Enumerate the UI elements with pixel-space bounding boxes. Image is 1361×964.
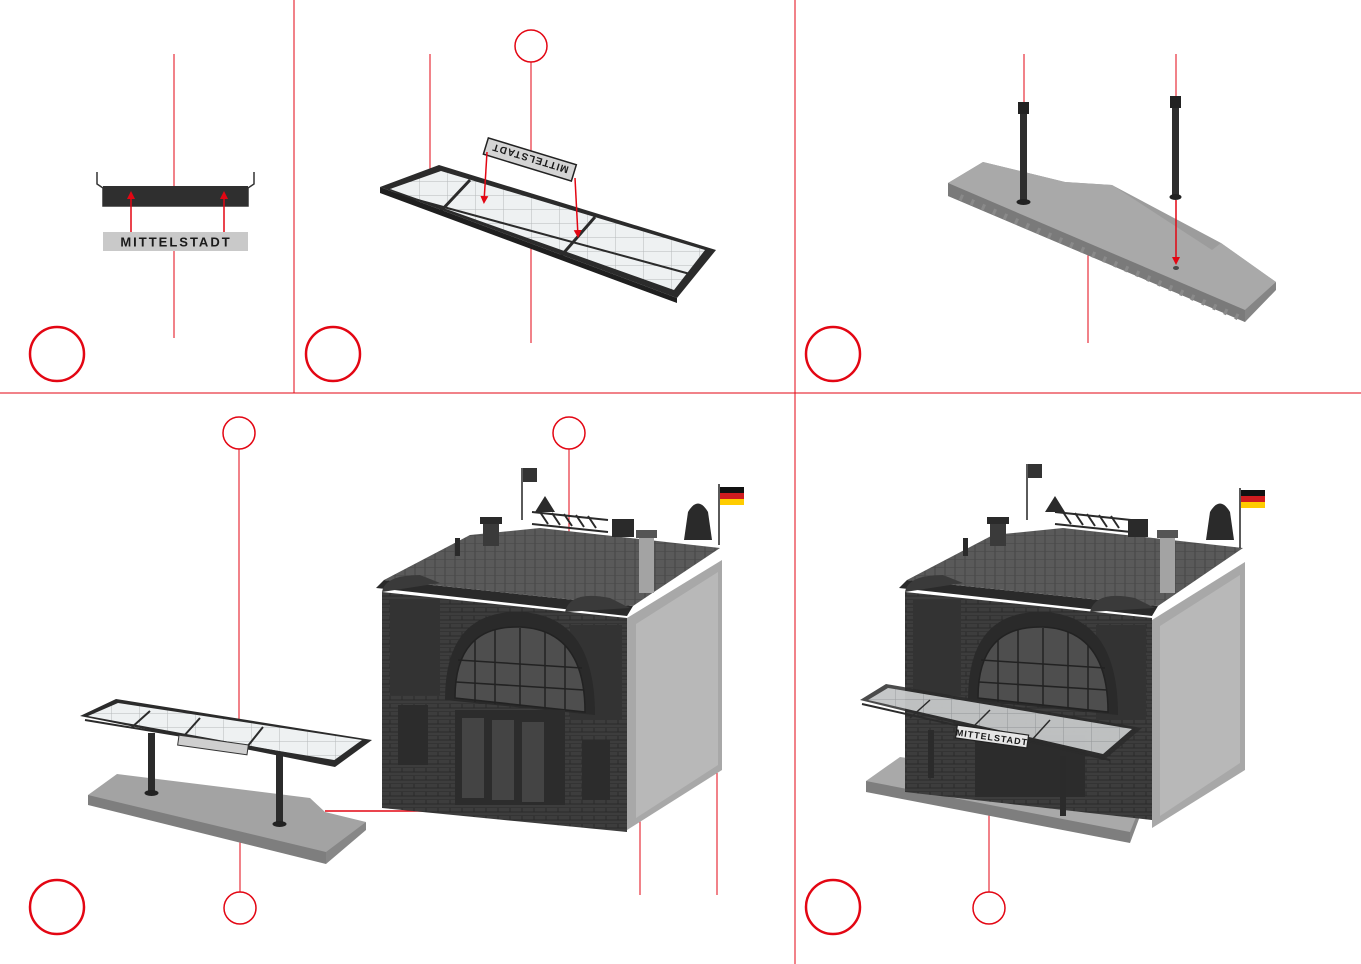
- station-name-sign: MITTELSTADT: [103, 232, 248, 251]
- station-name-sign-text: MITTELSTADT: [120, 235, 231, 250]
- part-callout-circle: [553, 417, 585, 449]
- step-2-panel: MITTELSTADT: [306, 30, 716, 381]
- part-callout-circle: [223, 417, 255, 449]
- station-building: [376, 468, 744, 832]
- part-callout-circle: [224, 892, 256, 924]
- step-1-number-circle: [30, 327, 84, 381]
- step-3-number-circle: [806, 327, 860, 381]
- part-callout-circle: [973, 892, 1005, 924]
- platform-part: [948, 162, 1276, 322]
- sign-frame-part: [97, 172, 254, 206]
- step-3-panel: [806, 54, 1276, 381]
- canopy-roof-part: [380, 165, 716, 303]
- station-name-sign: MITTELSTADT: [483, 138, 576, 181]
- step-4-number-circle: [30, 880, 84, 934]
- step-1-panel: MITTELSTADT: [30, 54, 254, 381]
- step-4-panel: [30, 417, 744, 934]
- step-2-number-circle: [306, 327, 360, 381]
- step-5-panel: MITTELSTADT: [806, 464, 1265, 934]
- lamp-post-part: [1170, 96, 1182, 200]
- part-callout-circle: [515, 30, 547, 62]
- platform-assembly: [80, 699, 372, 864]
- step-5-number-circle: [806, 880, 860, 934]
- completed-station-model: MITTELSTADT: [860, 464, 1265, 843]
